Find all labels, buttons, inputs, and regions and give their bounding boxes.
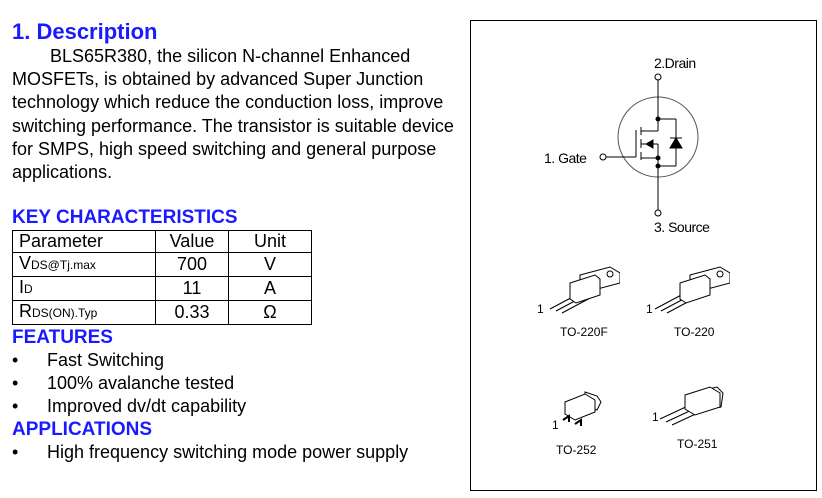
list-item: • 100% avalanche tested [12,373,234,394]
unit-cell: V [228,252,312,277]
param-cell: RDS(ON).Typ [12,300,156,325]
description-text: BLS65R380, the silicon N-channel Enhance… [12,46,454,183]
header-unit: Unit [228,230,312,253]
gate-label: 1. Gate [544,150,587,166]
to220f-package-icon [549,266,620,314]
package-label-to220f: TO-220F [560,325,608,339]
value-cell: 11 [155,276,229,301]
list-item: • Fast Switching [12,350,164,371]
to220-package-icon [654,266,730,314]
bullet-icon: • [12,442,19,462]
package-label-to220: TO-220 [674,325,715,339]
table-row: ID 11 A [12,276,312,301]
unit-cell: Ω [228,300,312,325]
pin1-label: 1 [646,302,653,316]
applications-heading: APPLICATIONS [12,419,153,440]
pin1-label: 1 [537,302,544,316]
param-cell: VDS@Tj.max [12,252,156,277]
source-label: 3. Source [654,219,710,235]
mosfet-schematic-icon [599,73,699,217]
key-characteristics-heading: KEY CHARACTERISTICS [12,207,238,228]
bullet-icon: • [12,373,19,393]
value-cell: 700 [155,252,229,277]
description-paragraph: BLS65R380, the silicon N-channel Enhance… [12,45,462,184]
pin1-label: 1 [552,418,559,432]
list-item: • High frequency switching mode power sup… [12,442,408,463]
table-row: RDS(ON).Typ 0.33 Ω [12,300,312,325]
header-value: Value [155,230,229,253]
diagram-box [470,20,817,491]
key-characteristics-table: Parameter Value Unit VDS@Tj.max 700 V ID… [12,230,312,325]
feature-text: 100% avalanche tested [47,373,235,393]
features-heading: FEATURES [12,327,113,348]
pin1-label: 1 [652,410,659,424]
package-label-to252: TO-252 [556,443,597,457]
bullet-icon: • [12,350,19,370]
value-cell: 0.33 [155,300,229,325]
bullet-icon: • [12,396,19,416]
to251-package-icon [659,386,724,426]
table-header-row: Parameter Value Unit [12,230,312,253]
param-subscript: DS(ON).Typ [32,306,98,320]
application-text: High frequency switching mode power supp… [47,442,409,462]
param-symbol: V [19,253,32,273]
list-item: • Improved dv/dt capability [12,396,246,417]
section-title: 1. Description [12,19,158,44]
param-cell: ID [12,276,156,301]
to252-package-icon [562,391,602,426]
param-symbol: I [19,277,25,297]
package-label-to251: TO-251 [677,437,718,451]
header-parameter: Parameter [12,230,156,253]
param-symbol: R [19,301,32,321]
feature-text: Improved dv/dt capability [47,396,247,416]
drain-label: 2.Drain [654,55,696,71]
param-subscript: DS@Tj.max [31,258,96,272]
table-row: VDS@Tj.max 700 V [12,252,312,277]
unit-cell: A [228,276,312,301]
param-subscript: D [24,282,33,296]
feature-text: Fast Switching [47,350,165,370]
